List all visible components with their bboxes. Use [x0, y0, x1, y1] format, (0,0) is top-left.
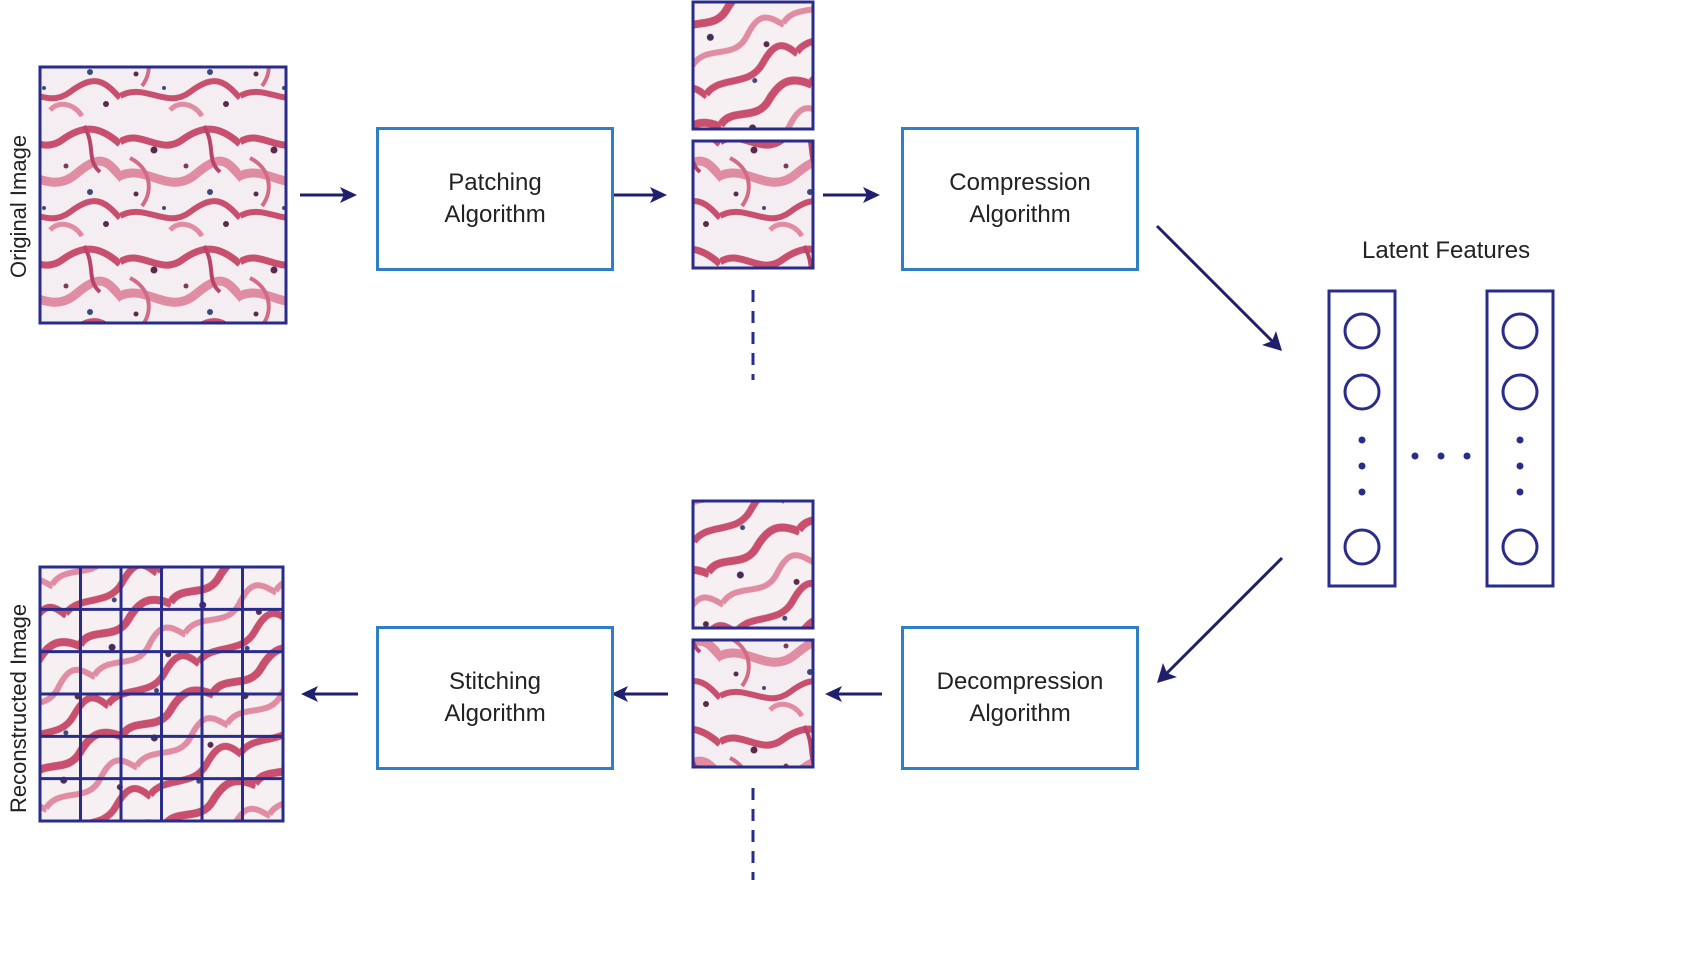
patching-algorithm-box: Patching Algorithm — [376, 127, 614, 271]
original-image — [38, 65, 288, 325]
patch-top-1 — [691, 0, 815, 131]
latent-node — [1343, 528, 1381, 566]
latent-node — [1343, 373, 1381, 411]
latent-node — [1501, 312, 1539, 350]
latent-ellipsis-horizontal — [1411, 452, 1471, 460]
compression-algorithm-box: Compression Algorithm — [901, 127, 1139, 271]
arrow-patching-to-patches — [610, 187, 667, 203]
latent-node — [1343, 312, 1381, 350]
arrow-decompression-to-patches — [825, 686, 882, 702]
latent-features-block — [1327, 289, 1555, 588]
latent-features-title: Latent Features — [1362, 237, 1531, 264]
stitching-box-line-1: Stitching — [448, 668, 542, 695]
stitching-box-line-2: Algorithm — [444, 700, 546, 727]
stitching-algorithm-box: Stitching Algorithm — [376, 626, 614, 770]
reconstructed-image — [38, 565, 285, 823]
original-image-label: Original Image — [6, 134, 31, 278]
patch-top-2 — [691, 139, 815, 270]
patching-box-line-1: Patching — [448, 169, 542, 196]
latent-column-last — [1485, 289, 1555, 588]
latent-column-first — [1327, 289, 1397, 588]
patch-bottom-2 — [691, 638, 815, 769]
arrow-original-to-patching — [300, 187, 357, 203]
decompression-box-line-1: Decompression — [936, 668, 1104, 695]
arrow-latent-to-decompression — [1157, 556, 1284, 683]
arrow-stitching-to-reconstructed — [301, 686, 358, 702]
compression-box-line-1: Compression — [949, 169, 1091, 196]
compression-box-line-2: Algorithm — [969, 201, 1071, 228]
latent-node — [1501, 528, 1539, 566]
latent-node — [1501, 373, 1539, 411]
arrow-patches-to-compression — [823, 187, 880, 203]
decompression-algorithm-box: Decompression Algorithm — [901, 626, 1139, 770]
reconstructed-image-label: Reconstructed Image — [6, 603, 31, 813]
patch-bottom-1 — [691, 499, 815, 630]
patching-box-line-2: Algorithm — [444, 201, 546, 228]
arrow-patches-to-stitching — [611, 686, 668, 702]
arrow-compression-to-latent — [1155, 224, 1282, 351]
latent-ellipsis-vertical — [1358, 436, 1524, 496]
decompression-box-line-2: Algorithm — [969, 700, 1071, 727]
